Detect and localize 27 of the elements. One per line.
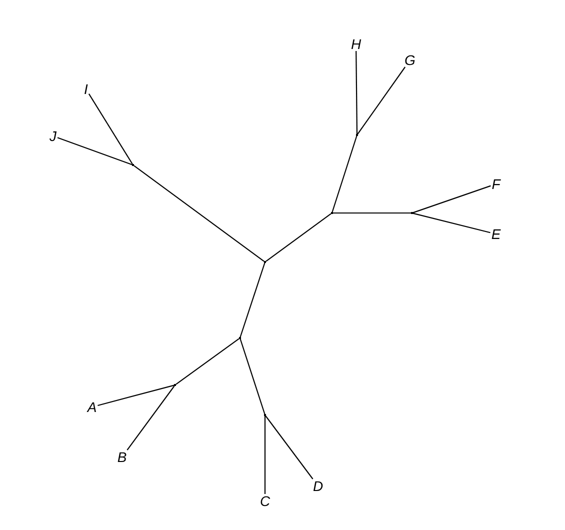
leaf-label: F — [490, 177, 502, 191]
leaf-label: H — [350, 37, 362, 51]
tree-branch — [88, 94, 133, 164]
tree-branch — [266, 213, 332, 262]
tree-branch — [126, 386, 175, 450]
leaf-label: A — [86, 400, 98, 414]
leaf-label: I — [83, 82, 89, 96]
tree-branch — [264, 416, 266, 494]
leaf-label: D — [312, 479, 324, 493]
tree-branch — [57, 137, 132, 166]
tree-branch — [98, 384, 174, 406]
tree-branch — [332, 136, 358, 212]
leaf-label: J — [48, 129, 58, 143]
tree-branch — [356, 51, 358, 134]
tree-branch — [333, 212, 411, 214]
tree-branch — [265, 416, 314, 480]
leaf-label: G — [404, 53, 416, 67]
tree-branch — [240, 262, 266, 338]
tree-branch — [176, 338, 240, 385]
tree-branch — [412, 212, 490, 234]
tree-branch — [134, 165, 264, 262]
tree-branch — [240, 338, 266, 414]
tree-branch — [412, 185, 491, 214]
tree-branch — [357, 66, 406, 134]
leaf-label: E — [490, 227, 502, 241]
leaf-label: B — [116, 450, 128, 464]
leaf-label: C — [258, 494, 272, 508]
